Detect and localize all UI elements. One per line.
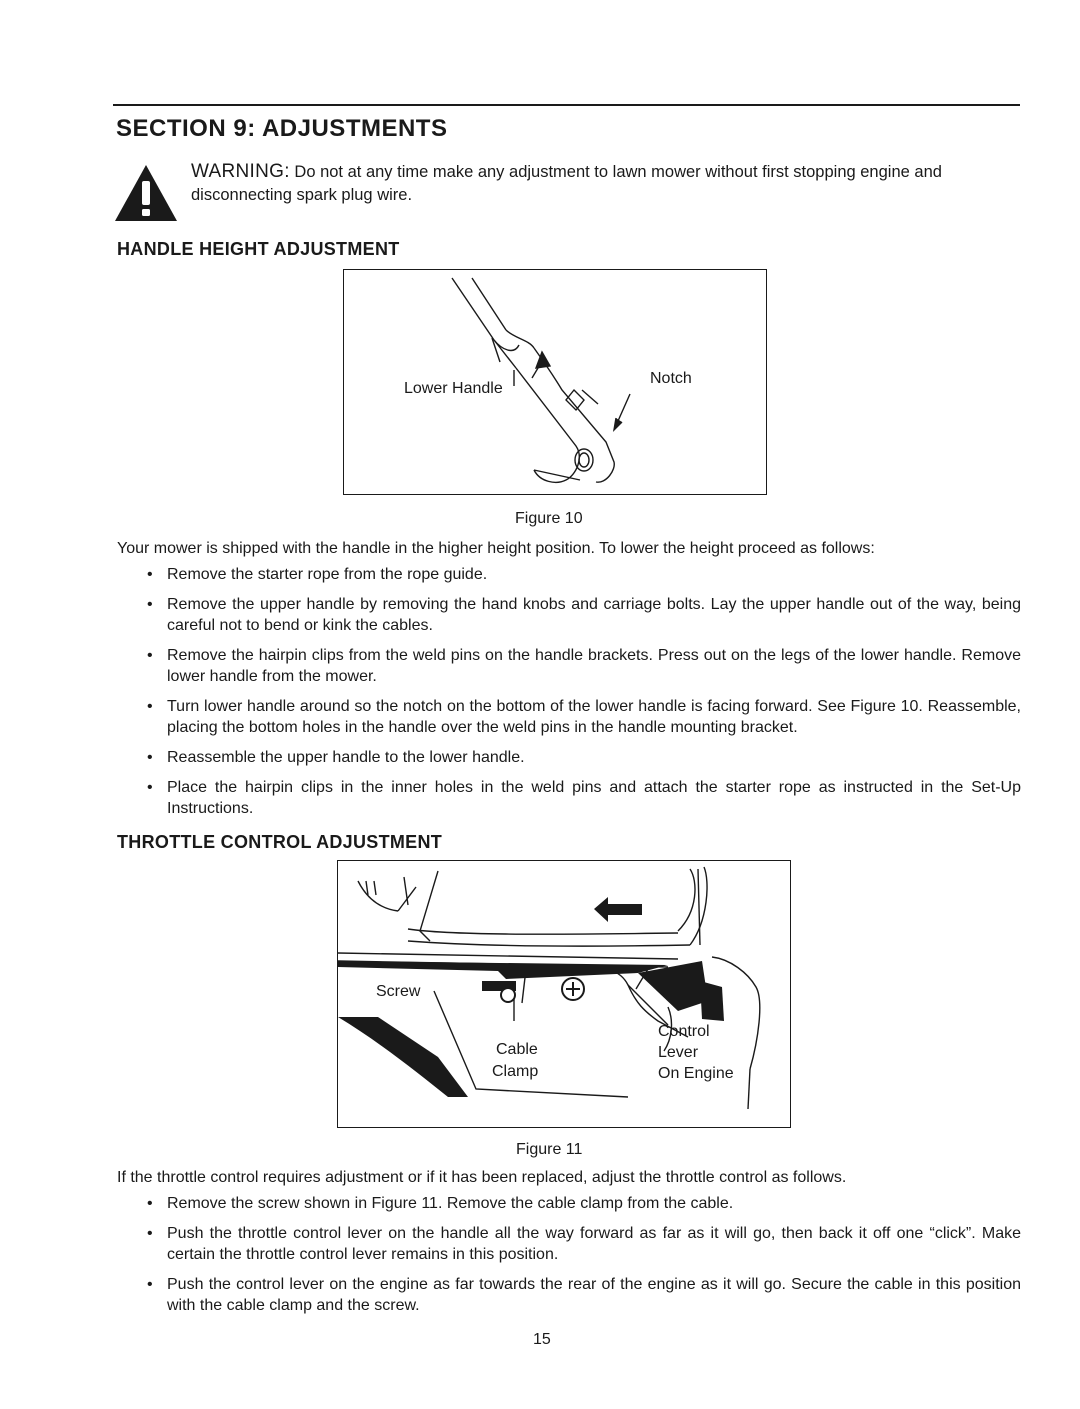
label-control: Control bbox=[658, 1023, 710, 1040]
warning-lead: WARNING: bbox=[191, 161, 290, 182]
label-screw: Screw bbox=[376, 983, 421, 1000]
page-number: 15 bbox=[533, 1331, 551, 1348]
list-item: Push the throttle control lever on the h… bbox=[145, 1223, 1021, 1265]
warning-body: Do not at any time make any adjustment t… bbox=[191, 163, 942, 204]
list-item: Remove the starter rope from the rope gu… bbox=[145, 564, 1021, 585]
list-item: Reassemble the upper handle to the lower… bbox=[145, 747, 1021, 768]
label-lever: Lever bbox=[658, 1044, 699, 1061]
section-rule bbox=[113, 104, 1020, 106]
figure-10-caption: Figure 10 bbox=[515, 510, 583, 527]
list-item: Turn lower handle around so the notch on… bbox=[145, 696, 1021, 738]
label-lower-handle: Lower Handle bbox=[404, 380, 503, 397]
handle-height-heading: HANDLE HEIGHT ADJUSTMENT bbox=[117, 239, 400, 259]
list-item: Remove the screw shown in Figure 11. Rem… bbox=[145, 1193, 1021, 1214]
handle-height-intro: Your mower is shipped with the handle in… bbox=[117, 540, 875, 557]
throttle-heading: THROTTLE CONTROL ADJUSTMENT bbox=[117, 832, 443, 852]
list-item: Place the hairpin clips in the inner hol… bbox=[145, 777, 1021, 819]
list-item: Push the control lever on the engine as … bbox=[145, 1274, 1021, 1316]
figure-11-caption: Figure 11 bbox=[516, 1141, 583, 1158]
lower-handle-illustration bbox=[451, 277, 631, 483]
label-notch: Notch bbox=[650, 370, 692, 387]
throttle-intro: If the throttle control requires adjustm… bbox=[117, 1169, 847, 1186]
figure-11: Screw Cable Clamp Control Lever On Engin… bbox=[337, 860, 791, 1128]
warning-text-block: WARNING: Do not at any time make any adj… bbox=[191, 160, 1021, 207]
label-clamp: Clamp bbox=[492, 1063, 539, 1080]
throttle-steps: Remove the screw shown in Figure 11. Rem… bbox=[145, 1193, 1021, 1316]
throttle-illustration bbox=[338, 866, 761, 1110]
label-on-engine: On Engine bbox=[658, 1065, 734, 1082]
section-title: SECTION 9: ADJUSTMENTS bbox=[116, 115, 448, 142]
warning-triangle-icon bbox=[115, 165, 177, 221]
list-item: Remove the upper handle by removing the … bbox=[145, 594, 1021, 636]
list-item: Remove the hairpin clips from the weld p… bbox=[145, 645, 1021, 687]
handle-height-steps: Remove the starter rope from the rope gu… bbox=[145, 564, 1021, 819]
figure-10: Lower Handle Notch bbox=[343, 269, 767, 495]
label-cable: Cable bbox=[496, 1041, 538, 1058]
